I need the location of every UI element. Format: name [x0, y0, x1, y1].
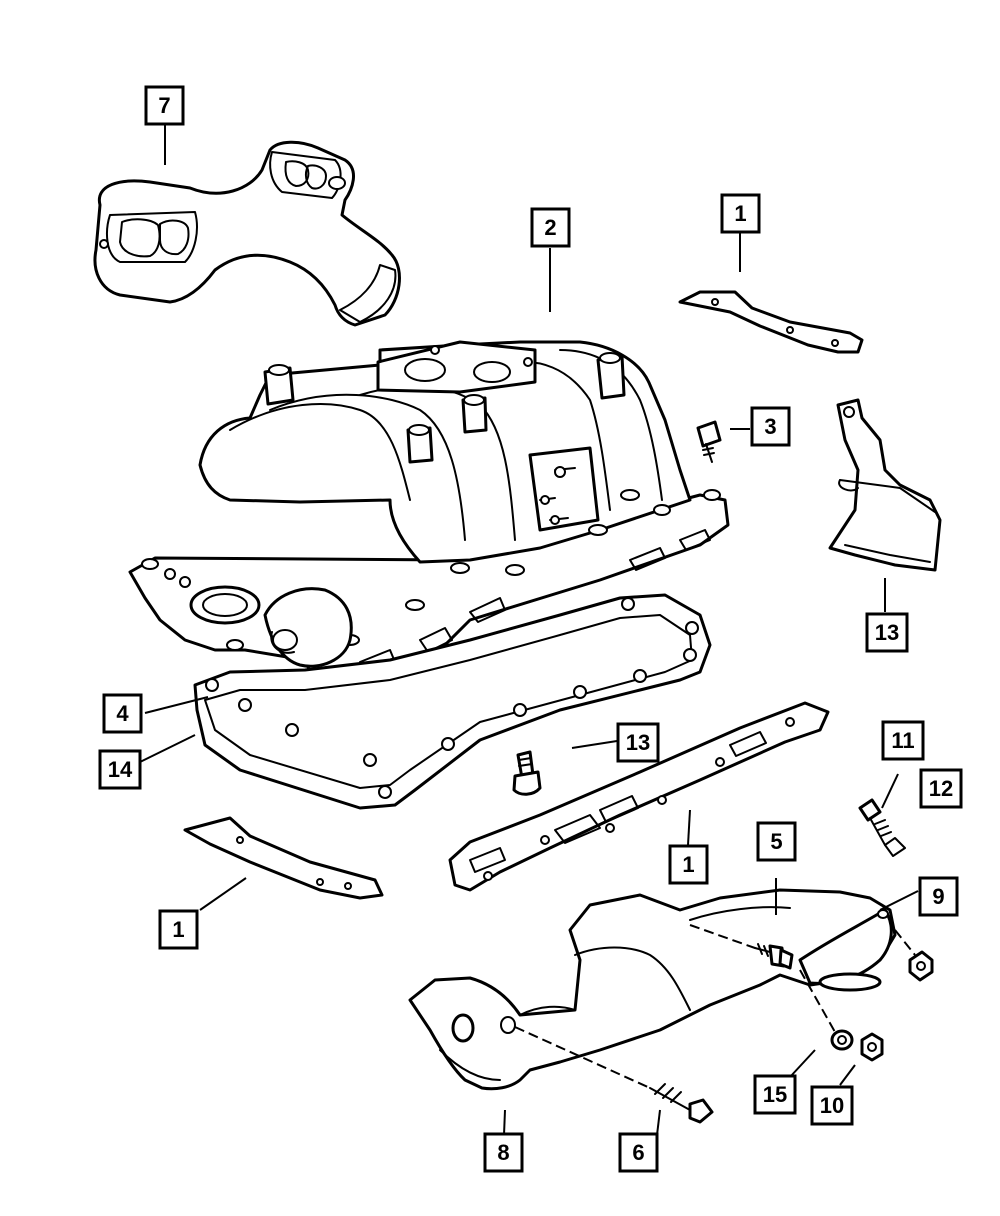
- part-6-bolt: [649, 1083, 714, 1124]
- callout-3: 3: [750, 406, 791, 447]
- leader-lines: [139, 125, 919, 1136]
- callout-1-middle-label: 1: [682, 852, 694, 877]
- callout-10-label: 10: [820, 1093, 844, 1118]
- callout-9: 9: [918, 876, 959, 917]
- callout-12: 12: [919, 768, 963, 809]
- part-8-exhaust-manifold: [408, 888, 897, 1091]
- callout-6-label: 6: [632, 1140, 644, 1165]
- part-13-heat-shield: [828, 398, 942, 572]
- callout-13-right-label: 13: [875, 620, 899, 645]
- callout-1-middle: 1: [668, 844, 709, 885]
- callout-13-middle-label: 13: [626, 730, 650, 755]
- callout-1-upper: 1: [720, 193, 761, 234]
- callout-14: 14: [98, 749, 142, 790]
- callout-14-label: 14: [108, 757, 133, 782]
- callout-2-label: 2: [544, 215, 556, 240]
- callout-1-lower-label: 1: [172, 917, 184, 942]
- part-3-bolt: [696, 420, 722, 463]
- callout-11-label: 11: [891, 728, 914, 753]
- callout-8-label: 8: [497, 1140, 509, 1165]
- callout-15-label: 15: [763, 1082, 787, 1107]
- callout-13-middle: 13: [616, 722, 660, 763]
- callout-5-label: 5: [770, 829, 782, 854]
- part-2-intake-manifold: [128, 340, 730, 702]
- part-13-stud: [512, 750, 542, 796]
- callout-3-label: 3: [764, 414, 776, 439]
- callout-15: 15: [753, 1074, 797, 1115]
- callout-9-label: 9: [932, 884, 944, 909]
- part-9-nut: [908, 950, 934, 982]
- callout-12-label: 12: [929, 776, 953, 801]
- callout-4: 4: [102, 693, 143, 734]
- callout-1-upper-label: 1: [734, 201, 746, 226]
- callout-8: 8: [483, 1132, 524, 1173]
- part-1-gasket-lower: [183, 816, 384, 900]
- assembly-lines: [514, 924, 916, 1089]
- part-7-water-outlet: [93, 140, 401, 327]
- callout-2: 2: [530, 207, 571, 248]
- callout-11: 11: [881, 720, 925, 761]
- part-11-stud-bolt: [858, 798, 906, 857]
- part-4-14-intake-gasket: [193, 593, 712, 810]
- callout-10: 10: [810, 1085, 854, 1126]
- callout-6: 6: [618, 1132, 659, 1173]
- callout-1-lower: 1: [158, 909, 199, 950]
- part-10-nut: [860, 1032, 884, 1062]
- part-15-washer: [830, 1029, 854, 1051]
- callout-7: 7: [144, 85, 185, 126]
- part-5-bolt: [754, 943, 794, 970]
- callout-7-label: 7: [158, 93, 170, 118]
- callout-5: 5: [756, 821, 797, 862]
- callout-4-label: 4: [116, 701, 129, 726]
- part-1-gasket-middle: [448, 701, 830, 892]
- part-1-gasket-upper: [678, 290, 864, 354]
- callout-13-right: 13: [865, 612, 909, 653]
